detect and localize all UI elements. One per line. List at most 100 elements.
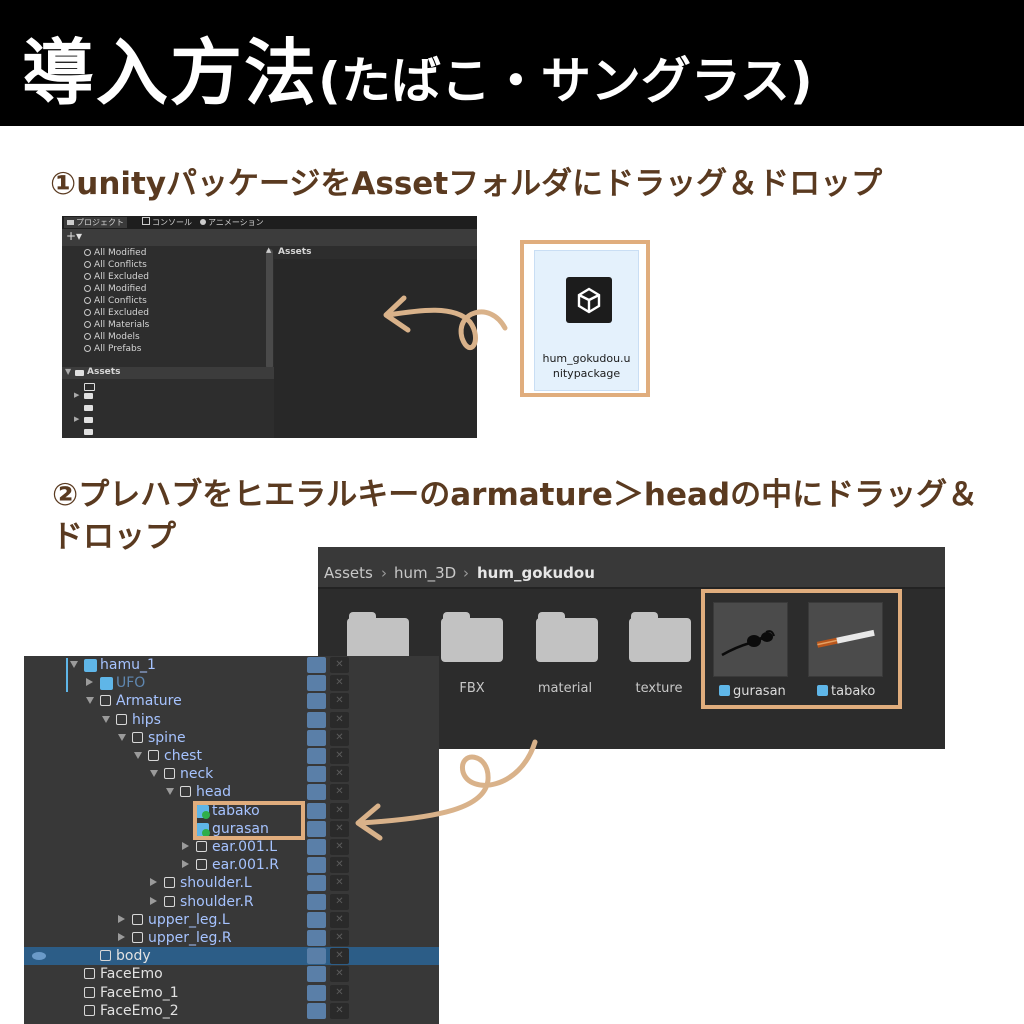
prefab-label-gurasan[interactable]: gurasan bbox=[719, 684, 786, 699]
hierarchy-item-body[interactable]: body✕ bbox=[24, 947, 439, 966]
close-icon[interactable]: ✕ bbox=[330, 857, 349, 874]
chevron-right-icon[interactable] bbox=[118, 933, 125, 941]
chevron-down-icon[interactable] bbox=[150, 770, 158, 778]
close-icon[interactable]: ✕ bbox=[330, 657, 349, 673]
folder-icon[interactable] bbox=[84, 417, 93, 423]
chevron-down-icon[interactable] bbox=[86, 697, 94, 705]
favorite-item[interactable]: All Conflicts bbox=[84, 260, 147, 270]
favorite-item[interactable]: All Modified bbox=[84, 284, 146, 294]
folder-icon[interactable] bbox=[347, 612, 409, 662]
unitypackage-file[interactable]: hum_gokudou.u nitypackage bbox=[534, 250, 639, 391]
hierarchy-item-ear-001-l[interactable]: ear.001.L✕ bbox=[24, 838, 439, 856]
prefab-label-tabako[interactable]: tabako bbox=[817, 684, 875, 699]
add-asset-button[interactable]: +▾ bbox=[66, 229, 83, 243]
folder-icon[interactable] bbox=[441, 612, 503, 662]
tab-console[interactable]: コンソール bbox=[142, 217, 192, 228]
visibility-toggle[interactable] bbox=[307, 711, 326, 728]
assets-root-item[interactable]: ▼ Assets bbox=[62, 367, 274, 379]
visibility-toggle[interactable] bbox=[307, 820, 326, 837]
hierarchy-item-faceemo-2[interactable]: FaceEmo_2✕ bbox=[24, 1002, 439, 1020]
visibility-toggle[interactable] bbox=[307, 984, 326, 1001]
visibility-toggle[interactable] bbox=[307, 966, 326, 983]
close-icon[interactable]: ✕ bbox=[330, 711, 349, 728]
close-icon[interactable]: ✕ bbox=[330, 675, 349, 692]
visibility-toggle[interactable] bbox=[307, 729, 326, 746]
visibility-toggle[interactable] bbox=[307, 839, 326, 855]
folder-icon[interactable] bbox=[629, 612, 691, 662]
prefab-thumbnail-tabako[interactable] bbox=[808, 602, 883, 677]
close-icon[interactable]: ✕ bbox=[330, 875, 349, 892]
chevron-down-icon[interactable] bbox=[118, 733, 126, 741]
visibility-toggle[interactable] bbox=[307, 748, 326, 764]
visibility-toggle[interactable] bbox=[307, 893, 326, 910]
hierarchy-item-ufo[interactable]: UFO✕ bbox=[24, 674, 439, 692]
tab-animation[interactable]: アニメーション bbox=[200, 217, 264, 228]
folder-icon[interactable] bbox=[84, 383, 95, 391]
breadcrumb-item[interactable]: hum_3D bbox=[394, 564, 457, 582]
breadcrumb-item[interactable]: Assets bbox=[324, 564, 373, 582]
favorite-item[interactable]: All Excluded bbox=[84, 308, 149, 318]
close-icon[interactable]: ✕ bbox=[330, 930, 349, 946]
favorite-item[interactable]: All Models bbox=[84, 332, 140, 342]
visibility-toggle[interactable] bbox=[307, 766, 326, 783]
hierarchy-item-chest[interactable]: chest✕ bbox=[24, 747, 439, 765]
tab-project[interactable]: プロジェクト bbox=[64, 217, 127, 228]
close-icon[interactable]: ✕ bbox=[330, 766, 349, 783]
favorite-item[interactable]: All Conflicts bbox=[84, 296, 147, 306]
visibility-toggle[interactable] bbox=[307, 675, 326, 692]
visibility-toggle[interactable] bbox=[307, 911, 326, 928]
visibility-toggle[interactable] bbox=[307, 875, 326, 892]
visibility-toggle[interactable] bbox=[307, 693, 326, 710]
visibility-toggle[interactable] bbox=[307, 948, 326, 965]
hierarchy-item-head[interactable]: head✕ bbox=[24, 783, 439, 801]
favorite-item[interactable]: All Modified bbox=[84, 248, 146, 258]
chevron-right-icon[interactable] bbox=[182, 860, 189, 869]
chevron-down-icon[interactable] bbox=[134, 752, 142, 759]
chevron-down-icon[interactable] bbox=[70, 661, 78, 668]
sidebar-scrollbar[interactable] bbox=[266, 249, 273, 369]
assets-drop-area[interactable] bbox=[274, 259, 477, 438]
hierarchy-item-spine[interactable]: spine✕ bbox=[24, 729, 439, 747]
close-icon[interactable]: ✕ bbox=[330, 839, 349, 855]
close-icon[interactable]: ✕ bbox=[330, 820, 349, 837]
close-icon[interactable]: ✕ bbox=[330, 1002, 349, 1019]
chevron-down-icon[interactable] bbox=[102, 715, 110, 723]
hierarchy-item-hips[interactable]: hips✕ bbox=[24, 711, 439, 729]
hierarchy-item-faceemo[interactable]: FaceEmo✕ bbox=[24, 965, 439, 983]
close-icon[interactable]: ✕ bbox=[330, 802, 349, 819]
close-icon[interactable]: ✕ bbox=[330, 984, 349, 1001]
chevron-right-icon[interactable] bbox=[86, 678, 93, 687]
hierarchy-item-gurasan[interactable]: gurasan✕ bbox=[24, 820, 439, 838]
hierarchy-item-shoulder-l[interactable]: shoulder.L✕ bbox=[24, 874, 439, 892]
hierarchy-item-faceemo-1[interactable]: FaceEmo_1✕ bbox=[24, 984, 439, 1002]
chevron-right-icon[interactable] bbox=[150, 896, 157, 905]
close-icon[interactable]: ✕ bbox=[330, 948, 349, 965]
hierarchy-item-ear-001-r[interactable]: ear.001.R✕ bbox=[24, 856, 439, 874]
hierarchy-item-shoulder-r[interactable]: shoulder.R✕ bbox=[24, 893, 439, 911]
chevron-right-icon[interactable] bbox=[150, 878, 157, 887]
chevron-right-icon[interactable]: ▶ bbox=[74, 391, 80, 399]
hierarchy-item-hamu-1[interactable]: hamu_1✕ bbox=[24, 656, 439, 674]
chevron-right-icon[interactable]: ▶ bbox=[74, 415, 80, 423]
chevron-right-icon[interactable] bbox=[118, 914, 125, 923]
chevron-down-icon[interactable] bbox=[166, 788, 174, 796]
close-icon[interactable]: ✕ bbox=[330, 748, 349, 764]
hierarchy-item-neck[interactable]: neck✕ bbox=[24, 765, 439, 783]
chevron-right-icon[interactable] bbox=[182, 842, 189, 850]
favorite-item[interactable]: All Materials bbox=[84, 320, 149, 330]
favorite-item[interactable]: All Prefabs bbox=[84, 344, 141, 354]
folder-icon[interactable] bbox=[84, 405, 93, 411]
prefab-thumbnail-gurasan[interactable] bbox=[713, 602, 788, 677]
close-icon[interactable]: ✕ bbox=[330, 966, 349, 983]
visibility-toggle[interactable] bbox=[307, 930, 326, 946]
visibility-toggle[interactable] bbox=[307, 784, 326, 801]
close-icon[interactable]: ✕ bbox=[330, 784, 349, 801]
hierarchy-item-upper-leg-l[interactable]: upper_leg.L✕ bbox=[24, 911, 439, 929]
favorite-item[interactable]: All Excluded bbox=[84, 272, 149, 282]
close-icon[interactable]: ✕ bbox=[330, 893, 349, 910]
close-icon[interactable]: ✕ bbox=[330, 729, 349, 746]
hierarchy-item-tabako[interactable]: tabako✕ bbox=[24, 802, 439, 820]
visibility-toggle[interactable] bbox=[307, 1002, 326, 1019]
eye-icon[interactable] bbox=[32, 952, 46, 961]
visibility-toggle[interactable] bbox=[307, 802, 326, 819]
